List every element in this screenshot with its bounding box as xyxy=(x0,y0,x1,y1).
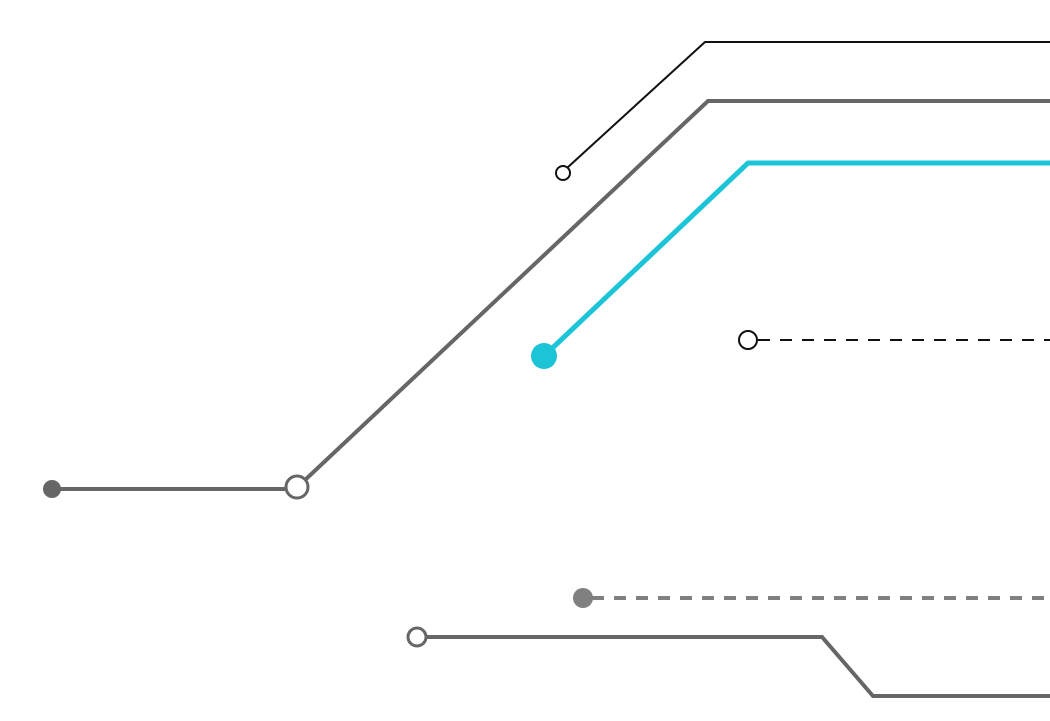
cyan-trace xyxy=(531,160,1050,369)
black-trace-line xyxy=(566,41,1050,169)
cyan-trace-line xyxy=(542,160,1050,358)
gray-upper-trace xyxy=(43,99,1050,500)
gray-lower-trace-start-node xyxy=(406,626,428,648)
black-trace xyxy=(555,41,1050,181)
black-dashed-trace-start-node xyxy=(738,330,758,350)
gray-dashed-trace-start-node xyxy=(573,588,593,608)
gray-lower-trace-line xyxy=(427,635,1050,698)
black-dashed-trace xyxy=(738,330,1050,350)
gray-upper-trace-diagonal xyxy=(303,99,1050,482)
gray-upper-trace-start-node xyxy=(43,480,61,498)
gray-upper-trace-mid-node xyxy=(284,474,310,500)
black-trace-start-node xyxy=(555,165,571,181)
cyan-trace-start-node xyxy=(531,343,557,369)
gray-lower-trace xyxy=(406,626,1050,698)
gray-dashed-trace xyxy=(573,588,1050,608)
